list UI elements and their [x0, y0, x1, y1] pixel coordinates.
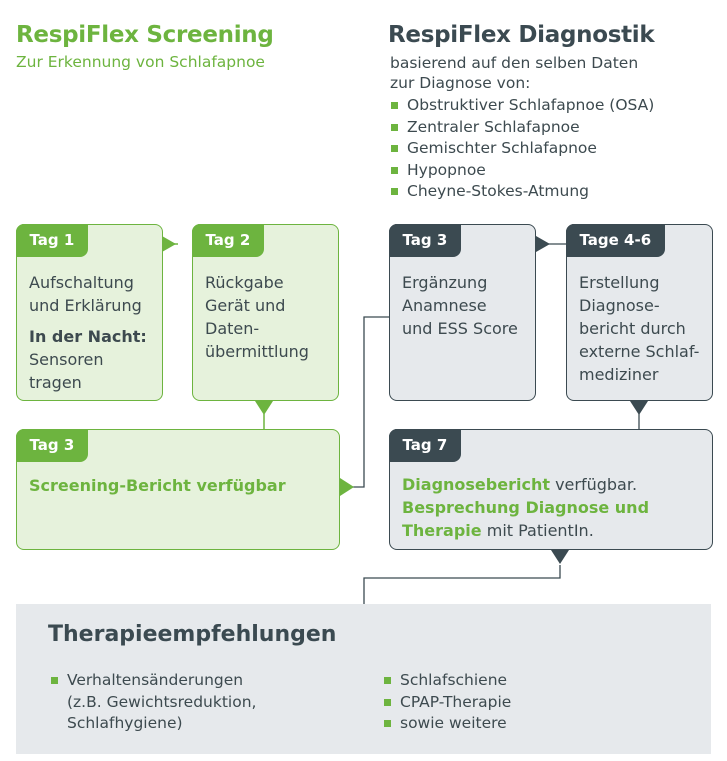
- therapy-list-left: Verhaltensänderungen (z.B. Gewichtsreduk…: [50, 670, 256, 735]
- text-line: und Erklärung: [29, 296, 142, 315]
- list-item: Gemischter Schlafapnoe: [390, 138, 654, 160]
- arrow-down-icon: [255, 401, 273, 415]
- arrow-down-icon: [551, 550, 569, 564]
- step-box-diagnostik-tag4-6: Tage 4-6 Erstellung Diagnose- bericht du…: [565, 223, 713, 401]
- text-line: externe Schlaf-: [579, 342, 700, 361]
- text-line: Ergänzung: [402, 273, 488, 292]
- list-item: Zentraler Schlafapnoe: [390, 117, 654, 139]
- connector-line: [363, 565, 561, 604]
- step-box-diagnostik-tag3: Tag 3 Ergänzung Anamnese und ESS Score: [388, 223, 536, 401]
- list-item: Schlafschiene: [383, 670, 511, 692]
- text-line: und ESS Score: [402, 319, 518, 338]
- step-text: Diagnosebericht verfügbar. Besprechung D…: [402, 473, 649, 542]
- diagnostik-intro: basierend auf den selben Daten zur Diagn…: [390, 53, 638, 93]
- arrow-right-icon: [162, 236, 176, 252]
- step-box-screening-tag1: Tag 1 Aufschaltung und Erklärung In der …: [15, 223, 163, 401]
- text-line: Erstellung: [579, 273, 660, 292]
- therapy-list-right: Schlafschiene CPAP-Therapie sowie weiter…: [383, 670, 511, 735]
- diagnosis-list: Obstruktiver Schlafapnoe (OSA) Zentraler…: [390, 95, 654, 203]
- step-text: Aufschaltung und Erklärung In der Nacht:…: [29, 271, 147, 394]
- list-item: Obstruktiver Schlafapnoe (OSA): [390, 95, 654, 117]
- highlight-text: Besprechung Diagnose und: [402, 498, 650, 517]
- list-item: CPAP-Therapie: [383, 692, 511, 714]
- step-tag: Tag 7: [388, 428, 462, 462]
- therapy-title: Therapieempfehlungen: [48, 622, 337, 647]
- therapy-panel: Therapieempfehlungen Verhaltensänderunge…: [16, 604, 711, 754]
- screening-title: RespiFlex Screening: [16, 22, 274, 48]
- text-line: bericht durch: [579, 319, 686, 338]
- step-tag: Tage 4-6: [565, 223, 666, 257]
- step-text: Screening-Bericht verfügbar: [29, 476, 286, 495]
- intro-line: zur Diagnose von:: [390, 74, 531, 92]
- step-tag: Tag 2: [191, 223, 265, 257]
- step-text: Ergänzung Anamnese und ESS Score: [402, 271, 518, 340]
- text-line-bold: In der Nacht:: [29, 327, 147, 346]
- text-span: verfügbar.: [549, 475, 638, 494]
- text-line: Sensoren: [29, 350, 104, 369]
- step-tag: Tag 3: [15, 428, 89, 462]
- arrow-right-icon: [536, 236, 550, 252]
- step-tag: Tag 1: [15, 223, 89, 257]
- step-box-screening-tag3: Tag 3 Screening-Bericht verfügbar: [15, 428, 340, 550]
- screening-subtitle: Zur Erkennung von Schlafapnoe: [16, 53, 265, 71]
- text-span: mit PatientIn.: [481, 521, 594, 540]
- highlight-text: Diagnosebericht: [402, 475, 550, 494]
- text-line: Rückgabe: [205, 273, 284, 292]
- step-tag: Tag 3: [388, 223, 462, 257]
- text-line: Therapie mit PatientIn.: [402, 519, 649, 542]
- text-line: Diagnose-: [579, 296, 660, 315]
- arrow-right-icon: [340, 478, 354, 496]
- text-line: Daten-: [205, 319, 260, 338]
- text-line: Diagnosebericht verfügbar.: [402, 473, 649, 496]
- list-item: Hypopnoe: [390, 160, 654, 182]
- text-line: Anamnese: [402, 296, 487, 315]
- intro-line: basierend auf den selben Daten: [390, 54, 639, 72]
- list-item: Verhaltensänderungen (z.B. Gewichtsreduk…: [50, 670, 256, 735]
- diagnostik-title: RespiFlex Diagnostik: [388, 22, 655, 48]
- text-line: übermittlung: [205, 342, 309, 361]
- arrow-down-icon: [630, 401, 648, 415]
- text-line: (z.B. Gewichtsreduktion,: [67, 692, 257, 711]
- text-line: Aufschaltung: [29, 273, 134, 292]
- text-line: tragen: [29, 373, 82, 392]
- highlight-text: Therapie: [402, 521, 482, 540]
- step-text: Rückgabe Gerät und Daten- übermittlung: [205, 271, 309, 363]
- connector-line: [352, 316, 389, 488]
- text-line: Besprechung Diagnose und: [402, 496, 649, 519]
- step-box-screening-tag2: Tag 2 Rückgabe Gerät und Daten- übermitt…: [191, 223, 339, 401]
- step-text: Erstellung Diagnose- bericht durch exter…: [579, 271, 699, 386]
- step-box-diagnostik-tag7: Tag 7 Diagnosebericht verfügbar. Besprec…: [388, 428, 713, 550]
- text-line: Schlafhygiene): [67, 714, 183, 732]
- list-item: sowie weitere: [383, 713, 511, 735]
- text-line: Verhaltensänderungen: [67, 671, 244, 689]
- list-item: Cheyne-Stokes-Atmung: [390, 181, 654, 203]
- text-line: Gerät und: [205, 296, 286, 315]
- text-line: mediziner: [579, 365, 659, 384]
